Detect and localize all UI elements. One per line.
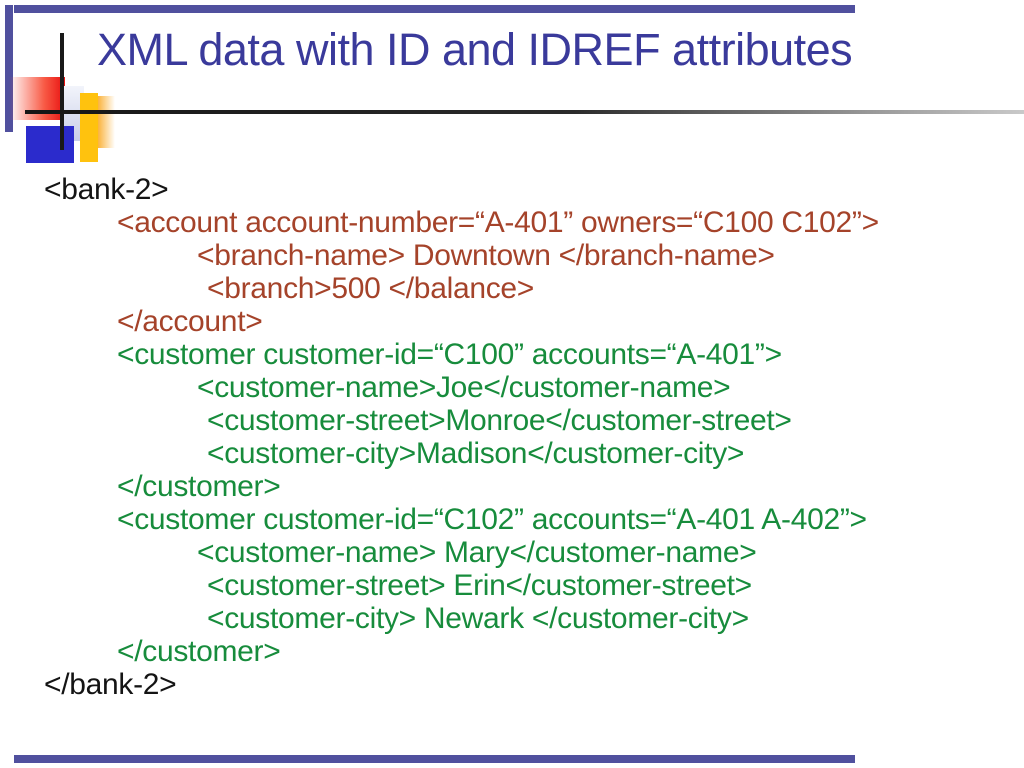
code-line: <customer-name> Mary</customer-name> <box>197 536 757 569</box>
code-line: </customer> <box>117 470 281 503</box>
code-line: <customer-street>Monroe</customer-street… <box>207 404 792 437</box>
left-border-bar <box>5 5 13 132</box>
code-line: </account> <box>117 305 263 338</box>
code-line: <account account-number=“A-401” owners=“… <box>117 206 879 239</box>
code-line: <branch-name> Downtown </branch-name> <box>197 239 775 272</box>
code-line: </bank-2> <box>44 668 177 701</box>
code-line: </customer> <box>117 635 281 668</box>
decor-blue-square <box>26 126 74 163</box>
bottom-border-bar <box>14 755 855 763</box>
decor-yellow-square <box>80 93 98 162</box>
top-border-bar <box>14 5 855 13</box>
code-line: <bank-2> <box>44 173 169 206</box>
decor-vertical-line <box>60 33 64 150</box>
code-line: <branch>500 </balance> <box>207 272 535 305</box>
code-line: <customer-name>Joe</customer-name> <box>197 371 731 404</box>
decor-orange-fade <box>98 96 115 148</box>
code-line: <customer-city>Madison</customer-city> <box>207 437 745 470</box>
code-line: <customer-street> Erin</customer-street> <box>207 569 752 602</box>
code-line: <customer customer-id=“C100” accounts=“A… <box>117 338 782 371</box>
slide-title: XML data with ID and IDREF attributes <box>97 24 853 75</box>
code-line: <customer-city> Newark </customer-city> <box>207 602 749 635</box>
title-underline-rule <box>25 110 1024 114</box>
code-line: <customer customer-id=“C102” accounts=“A… <box>117 503 867 536</box>
xml-code-block: <bank-2><account account-number=“A-401” … <box>44 173 1019 701</box>
